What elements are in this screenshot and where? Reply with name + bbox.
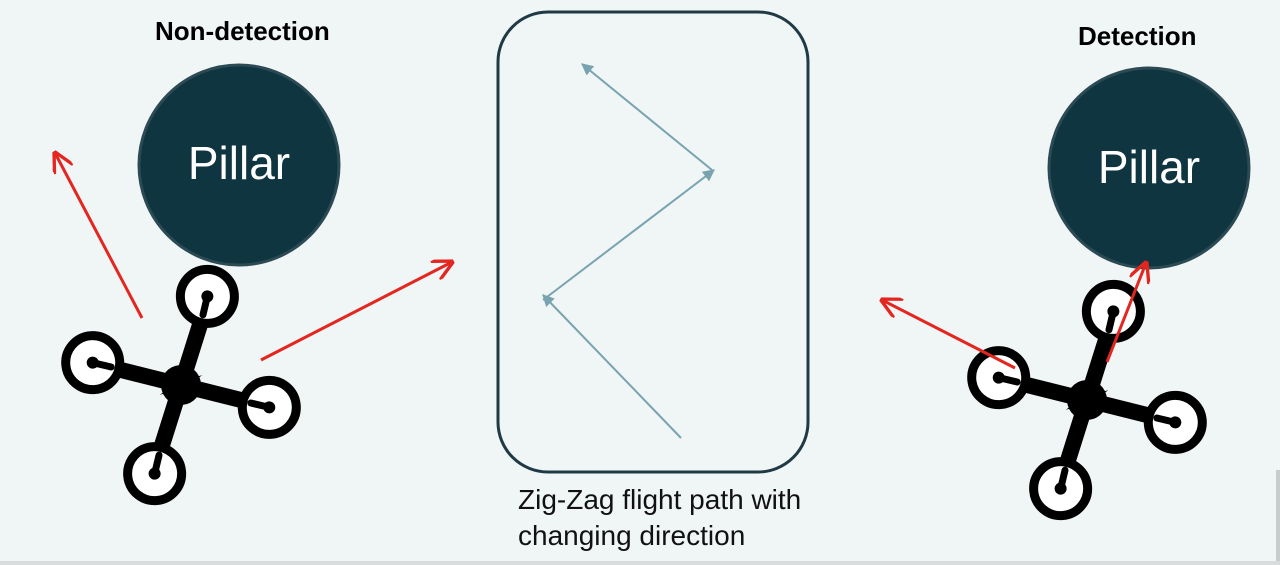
path-segment-2 [542,169,715,301]
arrow-icon [1105,263,1146,363]
path-segment-1 [542,294,682,439]
flight-path-frame [496,10,810,474]
flight-path-caption: Zig-Zag flight path with changing direct… [518,482,801,554]
drone-icon [59,263,304,508]
pillar-label-right: Pillar [1097,141,1201,193]
bottom-divider [0,561,1280,565]
scrollbar-edge [1276,470,1280,561]
drone-icon [965,278,1210,523]
heading-detection: Detection [1078,21,1197,51]
heading-non-detection: Non-detection [155,16,330,46]
path-segment-3 [581,63,713,171]
pillar-label-left: Pillar [187,137,291,189]
arrow-icon [260,262,452,362]
arrow-icon [882,300,1016,370]
caption-line-1: Zig-Zag flight path with [518,484,802,515]
arrow-icon [55,153,144,319]
pillar-left [137,63,341,267]
caption-line-2: changing direction [518,520,746,551]
